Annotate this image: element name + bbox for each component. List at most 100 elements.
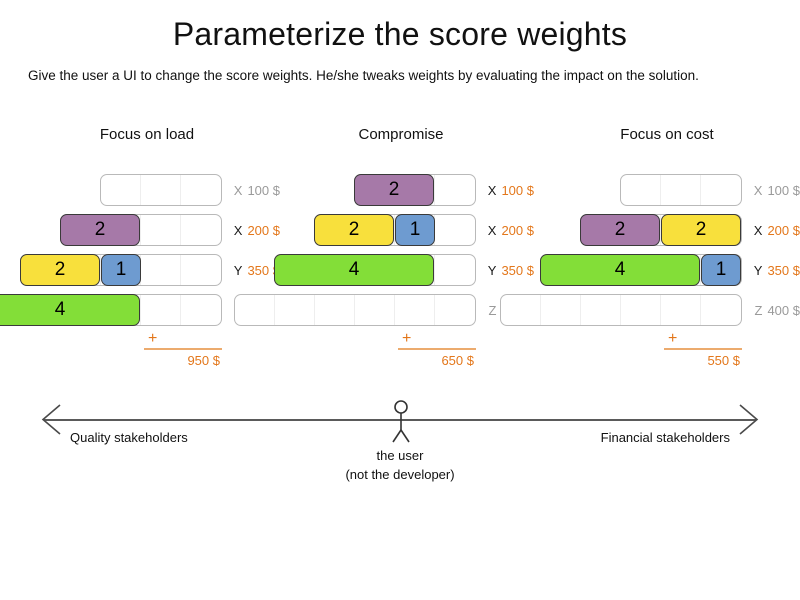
slider-cell[interactable]: [661, 255, 701, 285]
row-amount: 350 $: [247, 262, 280, 278]
weight-slider[interactable]: 4: [274, 254, 476, 286]
weight-slider[interactable]: [500, 294, 742, 326]
slider-cell[interactable]: [621, 215, 661, 245]
slider-cell[interactable]: [395, 255, 435, 285]
row-letter: X: [487, 182, 497, 198]
row-amount: 100 $: [247, 182, 280, 198]
slider-cell[interactable]: [101, 215, 141, 245]
slider-cell[interactable]: [621, 175, 661, 205]
arrow-right-icon: [738, 404, 760, 436]
weight-block[interactable]: 4: [0, 294, 140, 326]
total-divider: [144, 348, 222, 350]
slider-cell[interactable]: [355, 215, 395, 245]
slider-cell[interactable]: [181, 175, 221, 205]
weight-slider[interactable]: 4: [0, 294, 222, 326]
slider-cell[interactable]: [621, 295, 661, 325]
slider-cell[interactable]: [235, 295, 275, 325]
slider-cell[interactable]: [141, 175, 181, 205]
slider-track[interactable]: [100, 174, 222, 206]
slider-cell[interactable]: [435, 175, 475, 205]
slider-cell[interactable]: [181, 215, 221, 245]
slider-cell[interactable]: [395, 295, 435, 325]
slider-cell[interactable]: [315, 295, 355, 325]
weight-slider[interactable]: 2: [60, 214, 222, 246]
slider-cell[interactable]: [661, 175, 701, 205]
slider-cell[interactable]: [141, 215, 181, 245]
weight-slider[interactable]: [100, 174, 222, 206]
weight-block[interactable]: 1: [395, 214, 435, 246]
row-amount: 200 $: [501, 222, 534, 238]
weight-block[interactable]: 2: [580, 214, 660, 246]
slider-cell[interactable]: [181, 255, 221, 285]
slider-cell[interactable]: [701, 295, 741, 325]
weight-block[interactable]: 1: [701, 254, 741, 286]
row-amount: 200 $: [767, 222, 800, 238]
slider-cell[interactable]: [101, 175, 141, 205]
slider-cell[interactable]: [181, 295, 221, 325]
slider-cell[interactable]: [581, 295, 621, 325]
row-amount: 200 $: [247, 222, 280, 238]
user-caption-line1: the user: [376, 448, 424, 463]
scenario-title: Compromise: [358, 126, 444, 143]
slider-cell[interactable]: [101, 295, 141, 325]
slider-track[interactable]: [234, 294, 476, 326]
weight-slider[interactable]: [620, 174, 742, 206]
row-letter: X: [233, 222, 243, 238]
slider-cell[interactable]: [395, 175, 435, 205]
weight-block[interactable]: 1: [101, 254, 141, 286]
slider-cell[interactable]: [435, 295, 475, 325]
axis-label-quality: Quality stakeholders: [70, 430, 188, 445]
row-amount: 400 $: [767, 302, 800, 318]
slider-track[interactable]: [500, 294, 742, 326]
slider-cell[interactable]: [435, 215, 475, 245]
slider-cell[interactable]: [501, 295, 541, 325]
slider-cell[interactable]: [141, 295, 181, 325]
row-letter: Z: [754, 302, 763, 318]
axis-line: [44, 419, 756, 421]
weight-block[interactable]: 2: [661, 214, 741, 246]
slider-cell[interactable]: [61, 255, 101, 285]
user-stick-figure-icon: [384, 396, 418, 448]
slider-track[interactable]: [620, 174, 742, 206]
weight-slider[interactable]: [234, 294, 476, 326]
slider-cell[interactable]: [275, 295, 315, 325]
total-plus-sign: +: [148, 330, 158, 347]
slider-cell[interactable]: [435, 255, 475, 285]
weight-block[interactable]: 4: [274, 254, 434, 286]
slider-cell[interactable]: [661, 295, 701, 325]
weight-block-group: 4: [274, 254, 434, 286]
column-total: +550 $: [646, 331, 742, 368]
weight-block[interactable]: 2: [354, 174, 434, 206]
column-total: +950 $: [126, 330, 222, 368]
slider-cell[interactable]: [355, 295, 395, 325]
user-caption: the user (not the developer): [0, 446, 800, 484]
slider-cell[interactable]: [701, 175, 741, 205]
weight-slider[interactable]: 2: [354, 174, 476, 206]
total-amount: 650 $: [441, 353, 474, 368]
weight-block[interactable]: 2: [60, 214, 140, 246]
weight-block[interactable]: 2: [314, 214, 394, 246]
weight-block[interactable]: 4: [540, 254, 700, 286]
row-amount: 100 $: [501, 182, 534, 198]
slider-cell[interactable]: [541, 295, 581, 325]
weight-block[interactable]: 2: [20, 254, 100, 286]
slider-cell[interactable]: [141, 255, 181, 285]
